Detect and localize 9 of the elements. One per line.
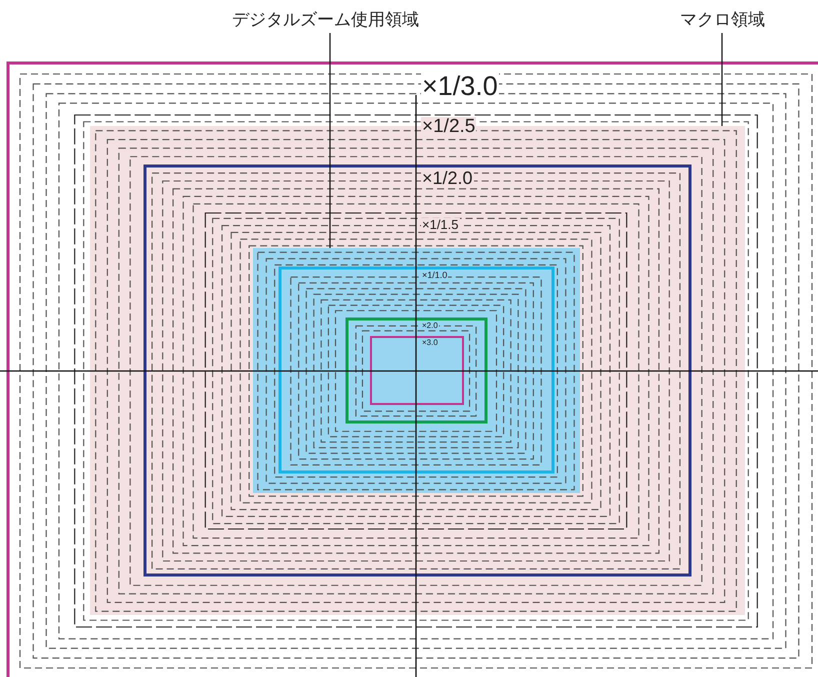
leader-line (721, 33, 723, 126)
zoom-ratio-label: ×2.0 (421, 322, 439, 330)
zoom-ratio-label: ×1/1.0 (421, 271, 448, 280)
callout-label: マクロ領域 (680, 11, 765, 28)
zoom-ratio-label: ×1/2.0 (421, 169, 474, 187)
zoom-ratio-label: ×3.0 (421, 339, 439, 347)
callout-label: デジタルズーム使用領域 (232, 11, 419, 28)
zoom-ratio-label: ×1/1.5 (421, 218, 460, 231)
leader-line (329, 33, 331, 248)
